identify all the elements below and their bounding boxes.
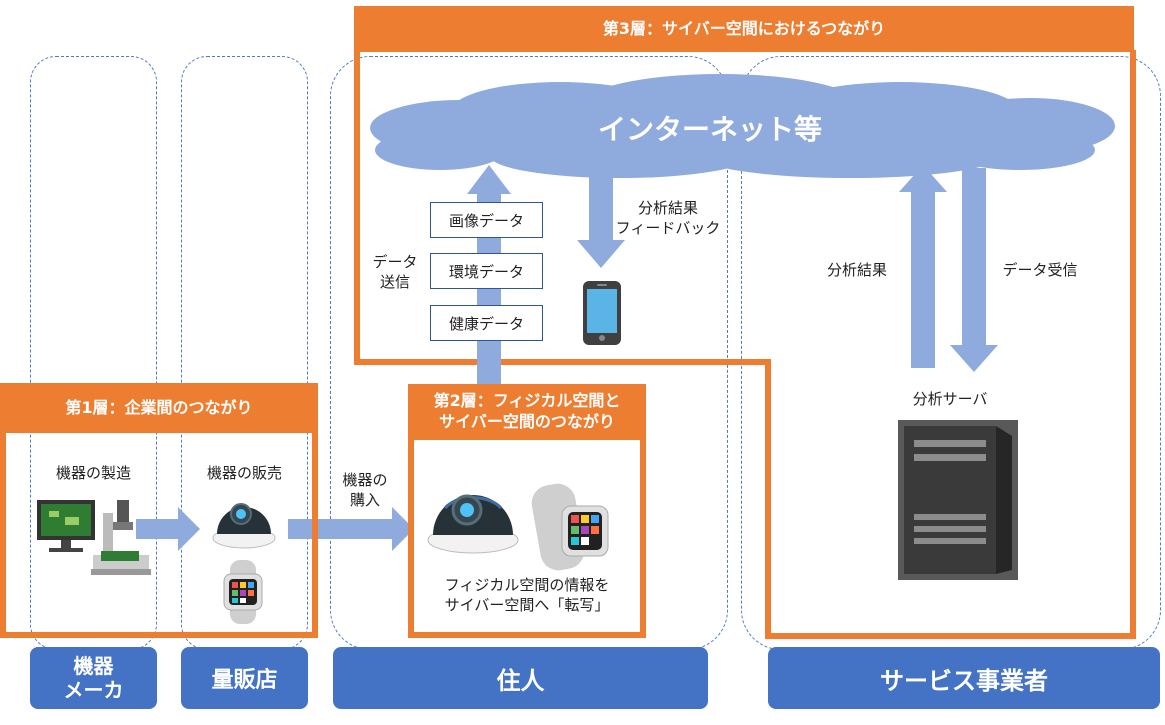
actor-service-provider: サービス事業者 (768, 647, 1160, 709)
smartwatch-icon (531, 483, 609, 571)
server-in-arrow (950, 168, 998, 372)
smartphone-icon (583, 281, 621, 345)
data-send-label: データ 送信 (372, 253, 418, 292)
feedback-label: 分析結果 フィードバック (615, 199, 721, 238)
feedback-arrow (577, 176, 625, 268)
actor-maker: 機器 メーカ (30, 647, 157, 709)
layer3-title: 第3層：サイバー空間におけるつながり (354, 6, 1134, 52)
server-icon (898, 420, 1018, 580)
server-label: 分析サーバ (912, 390, 988, 408)
sales-label: 機器の販売 (206, 464, 282, 482)
dome-camera-icon (427, 494, 519, 554)
smartwatch-icon (223, 560, 263, 624)
transcribe-label: フィジカル空間の情報を サイバー空間へ「転写」 (444, 576, 610, 615)
layer2-title: 第2層：フィジカル空間と サイバー空間のつながり (408, 384, 646, 440)
layer1-title: 第1層：企業間のつながり (0, 383, 318, 433)
data-item-image: 画像データ (430, 202, 543, 238)
actor-resident: 住人 (333, 647, 708, 709)
layer1-frame (0, 430, 318, 638)
server-out-arrow (899, 165, 947, 368)
server-out-label: 分析結果 (826, 261, 887, 279)
data-item-environment: 環境データ (430, 253, 543, 289)
manufacturing-icon (37, 500, 151, 575)
server-in-label: データ受信 (1002, 261, 1078, 279)
data-item-health: 健康データ (430, 305, 543, 341)
dome-camera-icon (212, 503, 276, 549)
sales-to-resident-arrow (288, 507, 414, 551)
layer2-frame (408, 437, 646, 638)
purchase-label: 機器の 購入 (342, 471, 388, 510)
manufacture-label: 機器の製造 (55, 464, 131, 482)
cloud-label: インターネット等 (597, 113, 822, 146)
manufacture-to-sales-arrow (136, 507, 200, 551)
actor-store: 量販店 (181, 647, 308, 709)
